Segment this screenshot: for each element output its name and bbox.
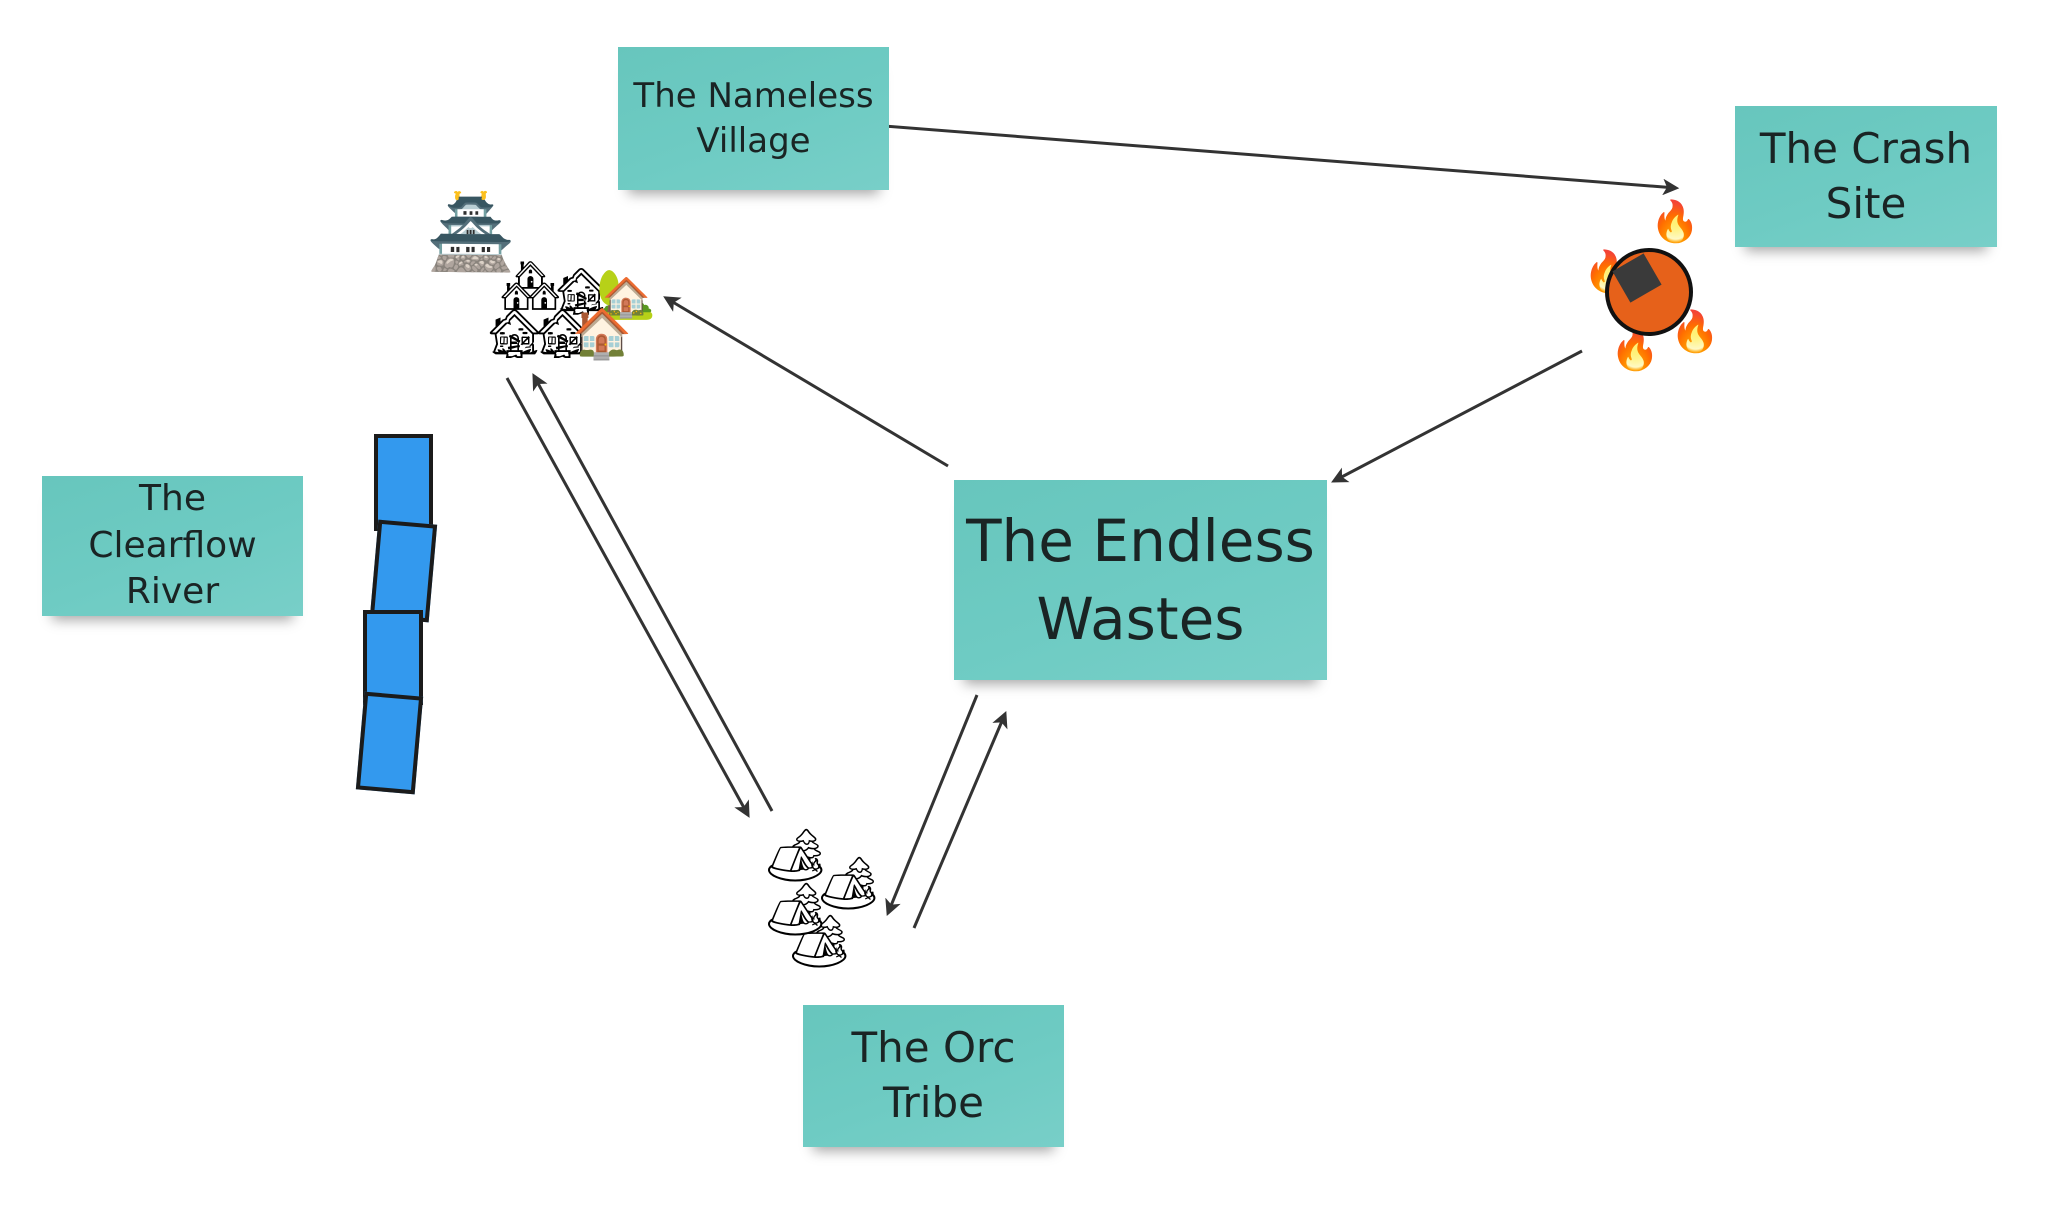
arrow-wastes-to-village[interactable] xyxy=(663,296,949,468)
note-label: The Endless Wastes xyxy=(966,506,1315,653)
note-label: The Crash Site xyxy=(1759,123,1973,228)
note-label: The Orc Tribe xyxy=(851,1023,1016,1127)
camping-icon[interactable]: 🏕 xyxy=(786,912,853,972)
camping-icon[interactable]: 🏕 xyxy=(762,880,829,940)
river-segment[interactable] xyxy=(363,610,423,705)
sticky-note-clearflow-river[interactable]: The Clearflow River xyxy=(42,476,303,616)
derelict-house-icon[interactable]: 🏚 xyxy=(552,264,611,318)
crash-meteor-icon[interactable] xyxy=(1605,248,1693,336)
castle-icon[interactable]: 🏯 xyxy=(426,190,516,274)
arrow-village-to-crash[interactable] xyxy=(883,124,1680,196)
arrow-crash-to-wastes[interactable] xyxy=(1331,349,1583,483)
sticky-note-crash-site[interactable]: The Crash Site xyxy=(1735,106,1997,247)
crash-debris-square xyxy=(1612,253,1662,303)
derelict-house-icon[interactable]: 🏚 xyxy=(484,306,545,362)
sticky-note-endless-wastes[interactable]: The Endless Wastes xyxy=(954,480,1327,680)
arrow-village-to-orc[interactable] xyxy=(505,377,750,818)
camping-icon[interactable]: 🏕 xyxy=(815,854,882,914)
fire-icon: 🔥 xyxy=(1650,199,1700,245)
fire-icon: 🔥 xyxy=(1610,327,1660,373)
arrow-wastes-to-orc[interactable] xyxy=(885,694,979,917)
houses-icon[interactable]: 🏘 xyxy=(500,258,561,314)
note-label: The Clearflow River xyxy=(88,477,257,613)
arrow-orc-to-village[interactable] xyxy=(532,373,774,812)
sticky-note-nameless-village[interactable]: The Nameless Village xyxy=(618,47,889,190)
camping-icon[interactable]: 🏕 xyxy=(762,826,829,886)
sticky-note-orc-tribe[interactable]: The Orc Tribe xyxy=(803,1005,1064,1147)
house-with-garden-icon[interactable]: 🏡 xyxy=(596,266,656,322)
note-label: The Nameless Village xyxy=(633,76,874,161)
arrow-orc-to-wastes[interactable] xyxy=(912,710,1008,929)
river-segment[interactable] xyxy=(374,434,433,531)
river-segment[interactable] xyxy=(369,519,438,623)
derelict-house-icon[interactable]: 🏚 xyxy=(532,306,593,362)
river-segment[interactable] xyxy=(355,691,424,795)
house-icon[interactable]: 🏠 xyxy=(572,306,632,362)
